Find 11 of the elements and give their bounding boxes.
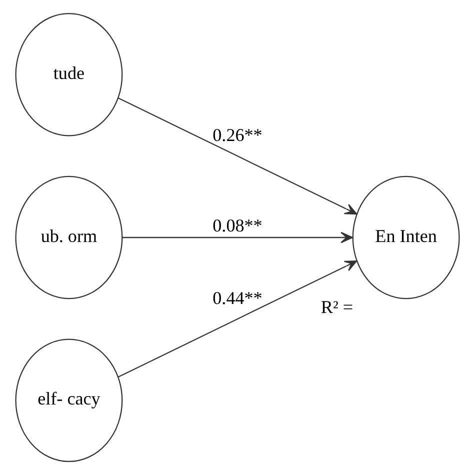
node-ellipse: ub. orm <box>14 175 122 299</box>
edge-label: 0.44** <box>212 288 262 308</box>
edge-label: 0.26** <box>212 124 262 145</box>
node-label: R² = <box>320 296 353 317</box>
edge-label: 0.08** <box>212 215 262 236</box>
node-ellipse: tude <box>14 12 122 136</box>
arrow <box>118 260 357 377</box>
arrow <box>122 231 352 243</box>
arrow <box>118 97 357 214</box>
node-ellipse: En Inten <box>352 175 460 299</box>
node-ellipse: elf- cacy <box>14 338 122 462</box>
